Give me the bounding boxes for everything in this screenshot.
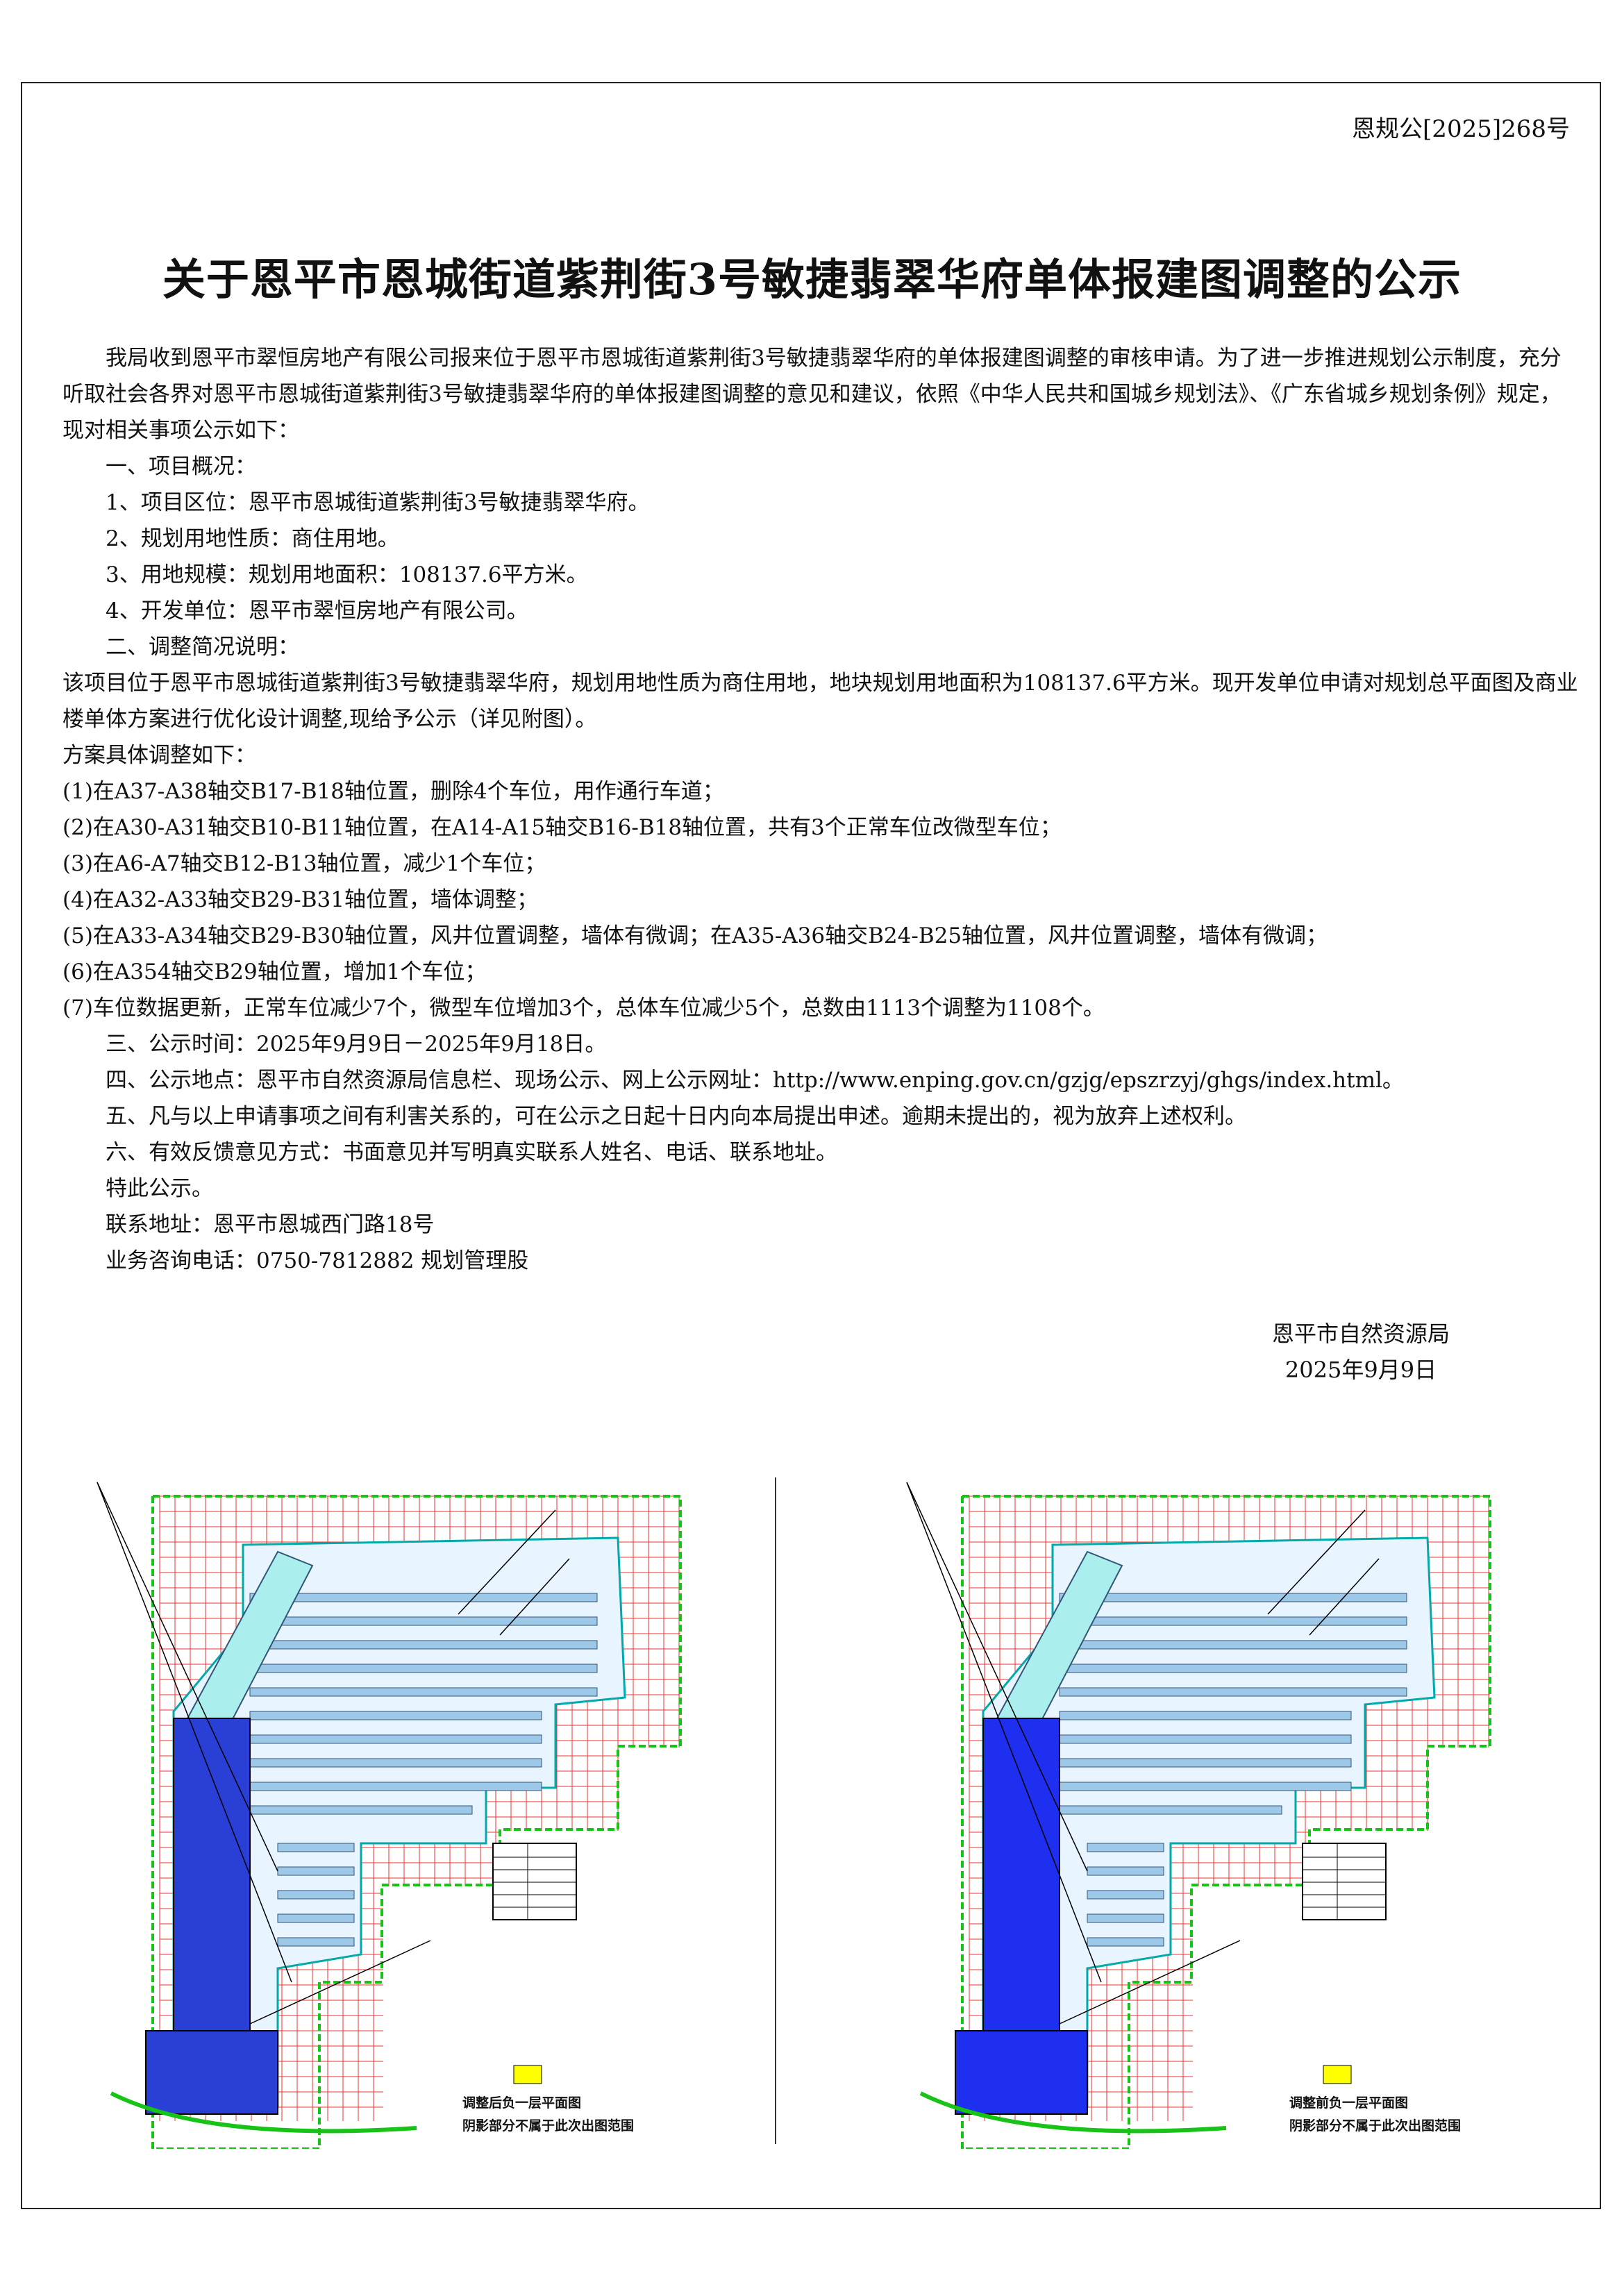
plan-after-note: 阴影部分不属于此次出图范围 [462,2118,635,2134]
paragraph: (6)在A354轴交B29轴位置，增加1个车位； [62,960,487,984]
paragraph: (1)在A37-A38轴交B17-B18轴位置，删除4个车位，用作通行车道； [62,779,724,804]
paragraph: 一、项目概况： [106,454,256,479]
paragraph: (7)车位数据更新，正常车位减少7个，微型车位增加3个，总体车位减少5个，总数由… [62,996,1105,1021]
plan-before [879,1455,1532,2149]
plan-after [69,1455,722,2149]
paragraph: 四、公示地点：恩平市自然资源局信息栏、现场公示、网上公示网址：http://ww… [106,1068,1404,1093]
plan-before-caption: 调整前负一层平面图 [1289,2095,1409,2111]
plan-after-caption: 调整后负一层平面图 [462,2095,582,2111]
paragraph: (5)在A33-A34轴交B29-B30轴位置，风井位置调整，墙体有微调；在A3… [62,923,1328,948]
document-frame [21,82,1601,2209]
paragraph: 二、调整简况说明： [106,635,299,660]
floor-plan-drawing [97,1482,722,2149]
floor-plan-drawing [906,1482,1532,2149]
paragraph: 2、规划用地性质：商住用地。 [106,526,399,551]
plan-divider [775,1477,776,2144]
paragraph: 楼单体方案进行优化设计调整,现给予公示（详见附图）。 [62,707,597,732]
paragraph: 联系地址：恩平市恩城西门路18号 [106,1212,435,1237]
paragraph: 五、凡与以上申请事项之间有利害关系的，可在公示之日起十日内向本局提出申述。逾期未… [106,1104,1246,1129]
paragraph: (2)在A30-A31轴交B10-B11轴位置，在A14-A15轴交B16-B1… [62,815,1062,840]
paragraph: 3、用地规模：规划用地面积：108137.6平方米。 [106,562,588,587]
plan-before-note: 阴影部分不属于此次出图范围 [1289,2118,1462,2134]
document-number: 恩规公[2025]268号 [1352,115,1570,143]
paragraph: 方案具体调整如下： [62,743,256,768]
paragraph: (4)在A32-A33轴交B29-B31轴位置，墙体调整； [62,887,538,912]
signature-org: 恩平市自然资源局 [1271,1321,1450,1347]
paragraph: 六、有效反馈意见方式：书面意见并写明真实联系人姓名、电话、联系地址。 [106,1140,837,1165]
paragraph: 1、项目区位：恩平市恩城街道紫荆街3号敏捷翡翠华府。 [106,490,650,515]
paragraph: 特此公示。 [106,1176,213,1201]
paragraph: 现对相关事项公示如下： [62,418,299,443]
page-title: 关于恩平市恩城街道紫荆街3号敏捷翡翠华府单体报建图调整的公示 [162,254,1462,305]
notice-body: 我局收到恩平市翠恒房地产有限公司报来位于恩平市恩城街道紫荆街3号敏捷翡翠华府的单… [62,340,1578,1279]
paragraph: (3)在A6-A7轴交B12-B13轴位置，减少1个车位； [62,851,546,876]
signature-date: 2025年9月9日 [1284,1357,1437,1383]
paragraph: 4、开发单位：恩平市翠恒房地产有限公司。 [106,598,528,623]
paragraph: 听取社会各界对恩平市恩城街道紫荆街3号敏捷翡翠华府的单体报建图调整的意见和建议，… [62,382,1562,407]
paragraph: 三、公示时间：2025年9月9日－2025年9月18日。 [106,1032,607,1057]
paragraph: 我局收到恩平市翠恒房地产有限公司报来位于恩平市恩城街道紫荆街3号敏捷翡翠华府的单… [106,346,1562,371]
paragraph: 业务咨询电话：0750-7812882 规划管理股 [106,1248,529,1273]
signature-block: 恩平市自然资源局 2025年9月9日 [1229,1316,1493,1388]
paragraph: 该项目位于恩平市恩城街道紫荆街3号敏捷翡翠华府，规划用地性质为商住用地，地块规划… [62,671,1578,696]
